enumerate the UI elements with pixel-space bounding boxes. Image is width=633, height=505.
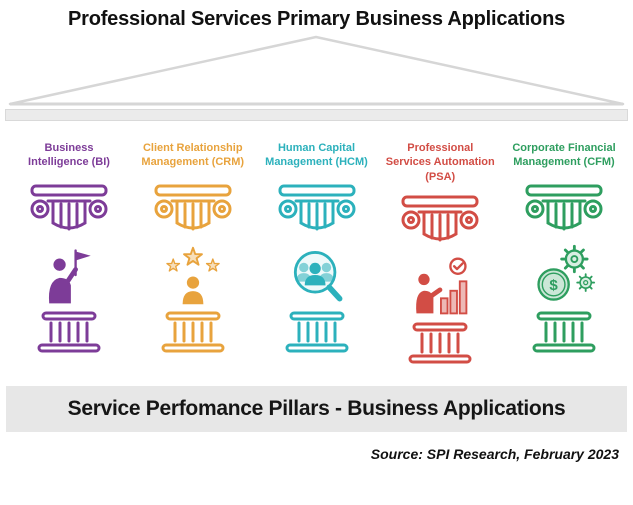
- pillar-crm: Client Relationship Management (CRM): [134, 141, 252, 368]
- column-capital-icon: [525, 184, 603, 231]
- pillar-psa: Professional Services Automation (PSA): [381, 141, 499, 368]
- pillar-label: Client Relationship Management (CRM): [141, 142, 245, 169]
- column-capital-icon: [30, 184, 108, 231]
- column-base-icon: [285, 311, 348, 353]
- analyst-chart-check-icon: [416, 257, 468, 315]
- page-title: Professional Services Primary Business A…: [67, 8, 566, 30]
- roof-entablature: [5, 109, 628, 121]
- pillar-label: Professional Services Automation (PSA): [385, 142, 495, 183]
- pillar-business-intelligence: Business Intelligence (BI): [10, 141, 128, 368]
- column-capital-icon: [278, 184, 355, 231]
- dollar-glyph: $: [549, 277, 558, 294]
- customer-stars-icon: [166, 246, 220, 305]
- person-flag-icon: [48, 249, 91, 304]
- team-search-icon: [293, 251, 342, 302]
- column-base-icon: [408, 322, 472, 364]
- column-base-icon: [161, 311, 225, 353]
- column-capital-icon: [154, 184, 232, 231]
- roof-pediment: [8, 35, 625, 106]
- pillar-label: Business Intelligence (BI): [28, 142, 110, 169]
- pillar-cfm: Corporate Financial Management (CFM): [505, 141, 623, 368]
- column-base-icon: [532, 311, 596, 353]
- column-capital-icon: [401, 195, 479, 242]
- source-attribution: Source: SPI Research, February 2023: [370, 445, 619, 462]
- column-base-icon: [37, 311, 101, 353]
- bottom-banner: Service Perfomance Pillars - Business Ap…: [6, 385, 627, 432]
- pillar-hcm: Human Capital Management (HCM): [258, 141, 376, 368]
- pillars-row: Business Intelligence (BI): [0, 141, 633, 368]
- finance-coin-gears-icon: $: [537, 244, 596, 301]
- pillar-label: Corporate Financial Management (CFM): [512, 142, 616, 169]
- pillar-label: Human Capital Management (HCM): [265, 142, 368, 169]
